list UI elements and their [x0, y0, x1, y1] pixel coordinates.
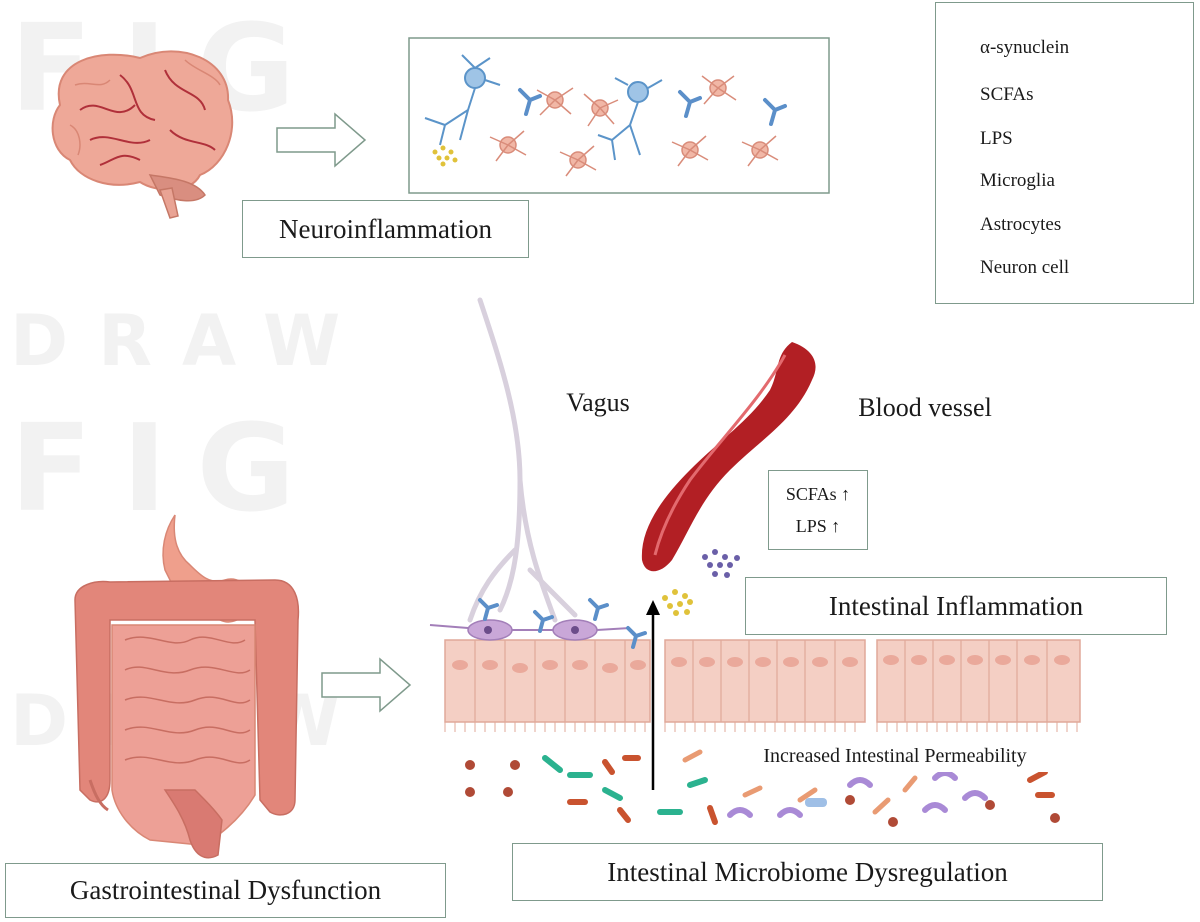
microbiome-dysregulation-label: Intestinal Microbiome Dysregulation — [512, 843, 1103, 901]
legend-item-microglia: Microglia — [936, 166, 1055, 196]
alpha-synuclein-markers — [518, 88, 787, 126]
arrow-brain-to-neuroinflammation — [276, 112, 367, 168]
alpha-synuclein-gut — [478, 598, 647, 649]
microglia-processes — [489, 75, 779, 177]
permeability-arrow — [646, 600, 660, 790]
microglia-icon — [936, 166, 974, 196]
intestinal-epithelium — [444, 639, 1081, 732]
watermark-fig-2: FIG — [10, 400, 326, 539]
alpha-synuclein-icon — [936, 33, 974, 63]
legend-item-alpha-synuclein: α-synuclein — [936, 33, 1069, 63]
scfas-up-label: SCFAs ↑ — [785, 483, 851, 504]
scfas-lps-increase-box: SCFAs ↑ LPS ↑ — [768, 470, 868, 550]
legend-box: α-synuclein SCFAs LPS Microglia Astrocyt… — [935, 2, 1194, 304]
gut-bacteria — [465, 749, 1060, 827]
lps-up-label: LPS ↑ — [795, 515, 841, 536]
gi-dysfunction-label: Gastrointestinal Dysfunction — [5, 863, 446, 918]
legend-label-scfas: SCFAs — [980, 84, 1034, 105]
watermark-draw-1: DRAW — [10, 300, 371, 382]
legend-item-neuron-cell: Neuron cell — [936, 253, 1069, 283]
legend-label-alpha-synuclein: α-synuclein — [980, 37, 1070, 58]
blood-vessel-label: Blood vessel — [858, 393, 992, 422]
neuron-cell-1 — [424, 54, 501, 146]
lps-dots-gut — [662, 589, 693, 616]
astrocytes-icon — [936, 210, 974, 240]
legend-item-scfas: SCFAs — [936, 80, 1034, 110]
legend-label-neuron-cell: Neuron cell — [980, 257, 1070, 278]
neuroinflammation-panel — [408, 37, 830, 194]
brain-illustration — [51, 50, 234, 219]
vagus-label: Vagus — [566, 388, 630, 417]
legend-label-lps: LPS — [980, 128, 1013, 149]
lps-dots-brain — [432, 145, 458, 167]
scfas-dots — [702, 549, 740, 578]
blood-vessel — [641, 342, 816, 572]
intestinal-inflammation-label: Intestinal Inflammation — [745, 577, 1167, 635]
legend-item-astrocytes: Astrocytes — [936, 210, 1061, 240]
scfas-icon — [936, 80, 974, 110]
neuron-cell-icon — [936, 253, 974, 283]
neuron-cell-2 — [597, 77, 663, 161]
legend-label-microglia: Microglia — [980, 170, 1055, 191]
arrow-gut-to-epithelium — [321, 657, 412, 713]
legend-item-lps: LPS — [936, 124, 1013, 154]
vagus-nerve — [467, 297, 578, 623]
gi-tract-illustration — [74, 514, 300, 859]
legend-label-astrocytes: Astrocytes — [980, 214, 1062, 235]
lps-icon — [936, 124, 974, 154]
neuroinflammation-label: Neuroinflammation — [242, 200, 529, 258]
increased-permeability-label: Increased Intestinal Permeability — [710, 740, 1080, 772]
enteric-neurons — [429, 619, 631, 641]
